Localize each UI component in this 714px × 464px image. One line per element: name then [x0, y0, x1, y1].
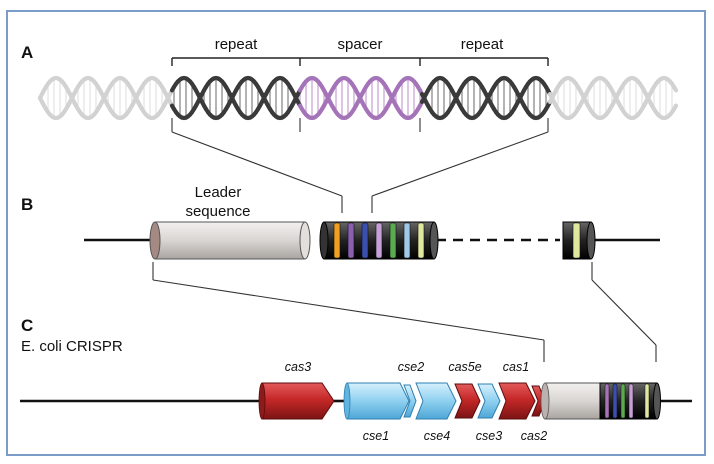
- panel-label-c: C: [21, 316, 33, 335]
- leader-label-line2: sequence: [185, 203, 250, 220]
- panel-label-a: A: [21, 43, 33, 62]
- gene-cse2: [403, 384, 417, 418]
- leader-label-line1: Leader: [195, 184, 242, 201]
- gene-label-cse4: cse4: [424, 429, 450, 443]
- gene-cse3: [477, 383, 501, 419]
- gene-cse4: [415, 382, 457, 420]
- crispr-array-terminal: [562, 221, 596, 260]
- repeat-label-left: repeat: [215, 36, 258, 53]
- dna-helix: [37, 75, 679, 121]
- gene-label-cse2: cse2: [398, 360, 424, 374]
- gene-cas5e: [454, 383, 481, 419]
- gene-label-cas2: cas2: [521, 429, 547, 443]
- repeat-spacer-brackets: [171, 57, 549, 66]
- spacer-label: spacer: [337, 36, 382, 53]
- repeat-label-right: repeat: [461, 36, 504, 53]
- gene-label-cas1: cas1: [503, 360, 529, 374]
- panel-b-connectors: [152, 262, 657, 362]
- gene-label-cas3: cas3: [285, 360, 311, 374]
- panel-label-b: B: [21, 195, 33, 214]
- crispr-array-c: [599, 382, 661, 420]
- panel-a-connectors: [171, 118, 549, 213]
- gene-cas1: [498, 382, 536, 420]
- ecoli-crispr-title: E. coli CRISPR: [21, 338, 123, 355]
- gene-cas3: [258, 382, 335, 420]
- gene-label-cas5e: cas5e: [448, 360, 481, 374]
- gene-cse1: [343, 382, 410, 420]
- leader-sequence-cylinder: [149, 221, 311, 260]
- leader-cylinder-c: [540, 382, 601, 420]
- gene-label-cse3: cse3: [476, 429, 502, 443]
- gene-label-cse1: cse1: [363, 429, 389, 443]
- crispr-array: [319, 221, 439, 260]
